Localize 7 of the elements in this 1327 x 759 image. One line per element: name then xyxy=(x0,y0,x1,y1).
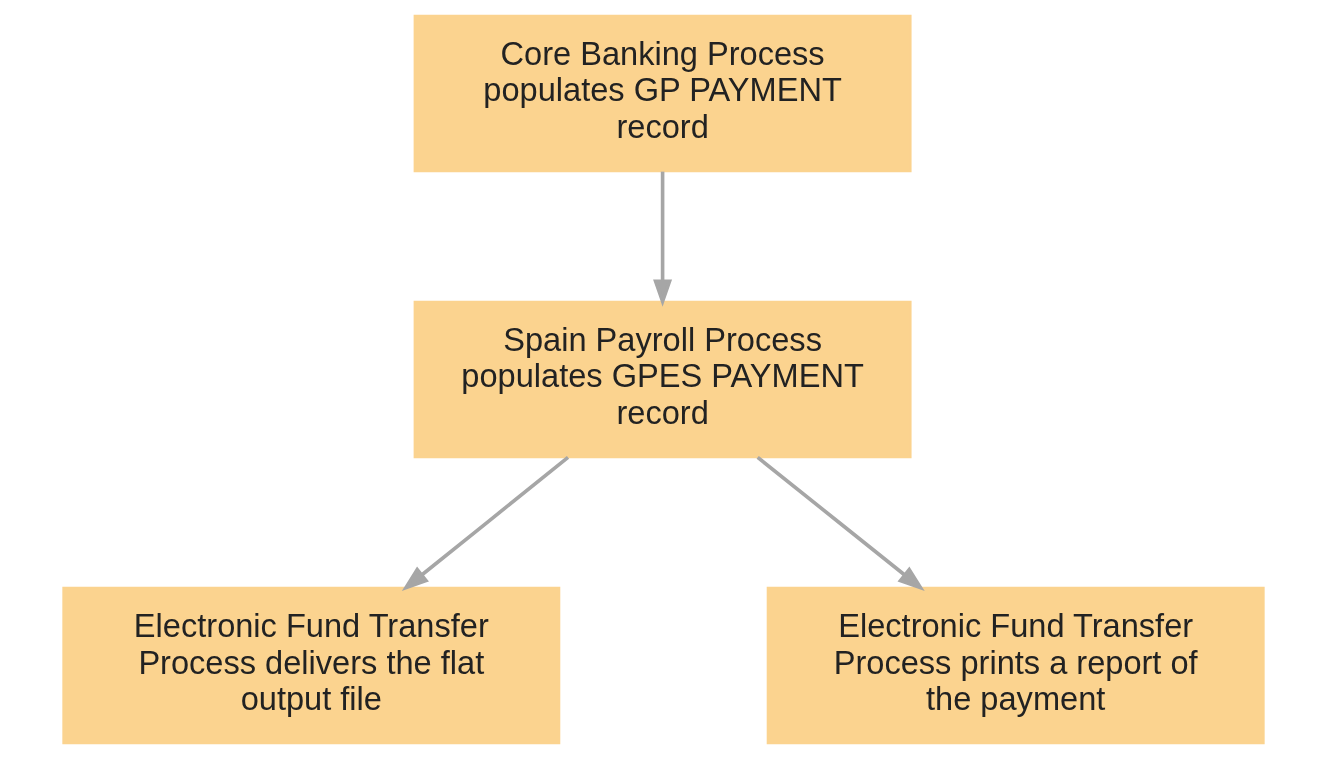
node-box: Electronic Fund Transfer Process delivers the flat output file xyxy=(62,586,561,745)
node-box: Core Banking Process populates GP PAYMENT record xyxy=(413,14,912,173)
arrow xyxy=(401,455,570,591)
arrow xyxy=(756,455,925,591)
node-box: Spain Payroll Process populates GPES PAYMENT record xyxy=(413,300,912,459)
node-box: Electronic Fund Transfer Process prints a report of the payment xyxy=(766,586,1265,745)
arrow xyxy=(653,171,673,307)
